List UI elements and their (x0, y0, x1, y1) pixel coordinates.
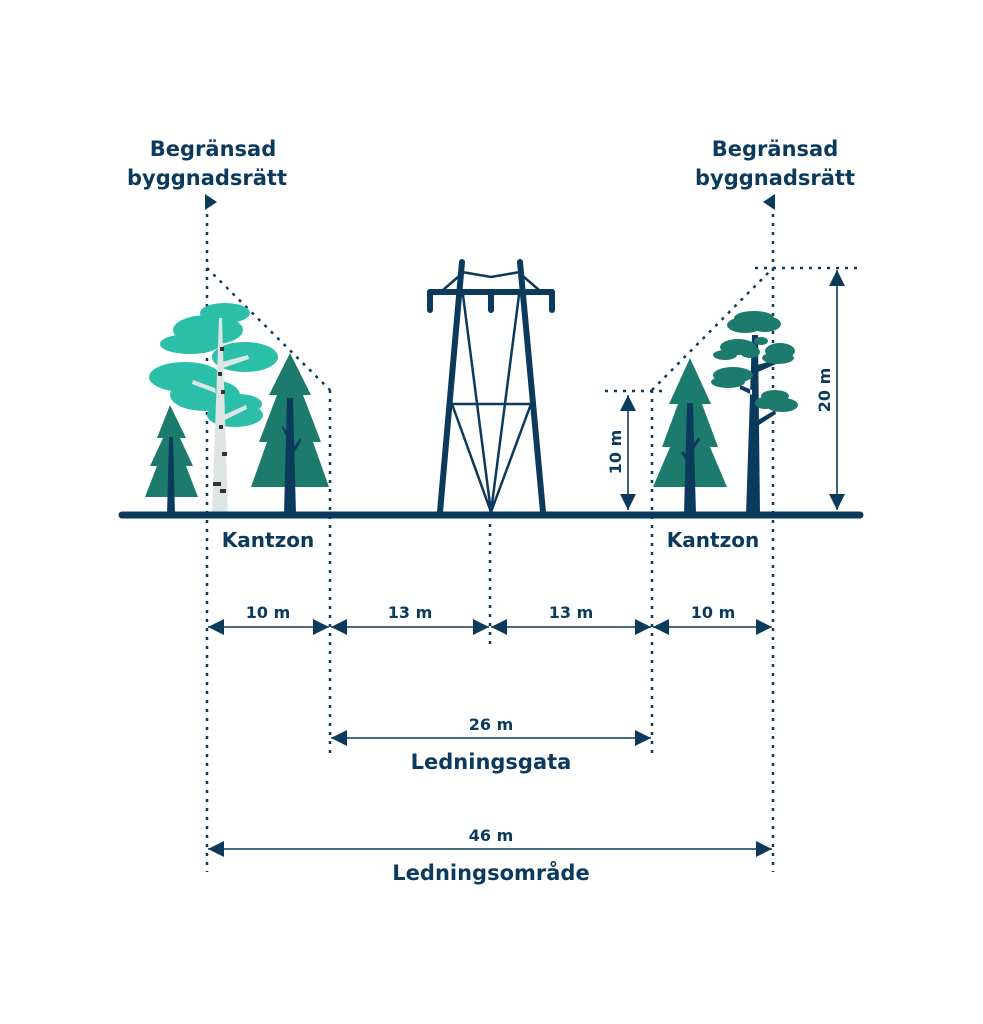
right-spruce (653, 358, 727, 515)
left-restricted-building-label: Begränsad byggnadsrätt (127, 137, 287, 210)
birch-tree (149, 303, 278, 515)
right-boundary-marker-icon (763, 194, 775, 210)
right-kantzon-label: Kantzon (667, 528, 759, 552)
height-20m-label: 20 m (815, 368, 834, 413)
right-title-line1: Begränsad (712, 137, 838, 161)
right-title-line2: byggnadsrätt (695, 166, 855, 190)
left-large-spruce (251, 353, 329, 515)
right-restricted-building-label: Begränsad byggnadsrätt (695, 137, 855, 210)
right-half-width: 13 m (549, 603, 594, 622)
left-title-line2: byggnadsrätt (127, 166, 287, 190)
height-10m-dimension: 10 m (606, 395, 636, 510)
right-kantzon-width: 10 m (691, 603, 736, 622)
ledningsgata-label: Ledningsgata (411, 750, 572, 774)
left-small-spruce (145, 405, 198, 515)
height-10m-label: 10 m (606, 430, 625, 475)
left-title-line1: Begränsad (150, 137, 276, 161)
left-kantzon-label: Kantzon (222, 528, 314, 552)
ledningsgata-width: 26 m (469, 715, 514, 734)
ledningsomrade-width: 46 m (469, 826, 514, 845)
left-half-width: 13 m (388, 603, 433, 622)
width-dimensions: 10 m 13 m 13 m 10 m 26 m Ledningsgata 46… (208, 603, 772, 885)
ledningsomrade-label: Ledningsområde (392, 860, 589, 885)
left-slope-line (206, 267, 331, 391)
left-kantzon-width: 10 m (246, 603, 291, 622)
left-boundary-marker-icon (205, 194, 217, 210)
right-slope-line (651, 267, 774, 391)
height-20m-dimension: 20 m (815, 270, 845, 510)
pine-tree (711, 311, 798, 515)
power-tower (427, 259, 555, 515)
